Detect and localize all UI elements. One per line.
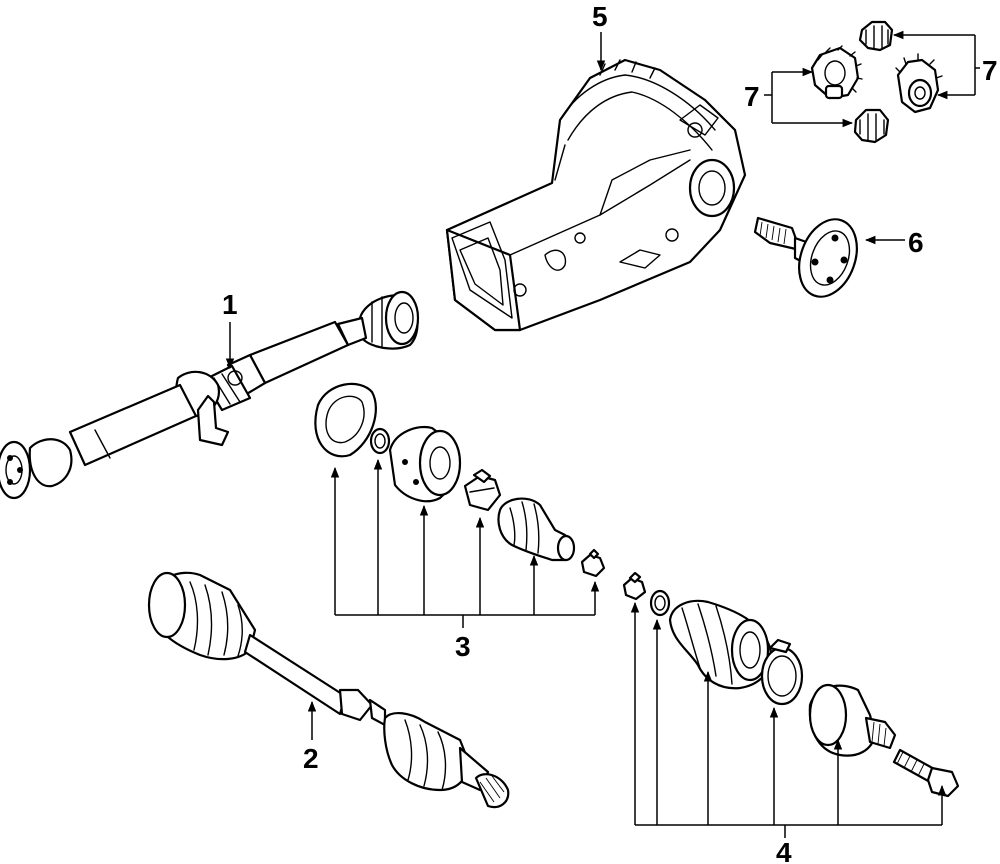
callout-7-left: 7 [744,81,760,112]
circlip-outer [649,589,671,617]
axle-bolt [892,748,960,798]
outer-cv-boot [668,599,773,690]
output-flange [753,216,858,298]
pinion-gear-top [858,20,894,52]
axle-shaft-assembly [147,571,510,809]
boot-clamp-large [463,468,502,512]
differential-housing [445,58,747,332]
callout-1: 1 [222,289,238,320]
callout-3: 3 [455,631,471,662]
outer-joint-kit [622,571,960,798]
callout-7-right: 7 [982,55,998,86]
joint-seal-gasket [314,382,377,458]
side-gear-right [895,53,943,114]
callout-6: 6 [908,227,924,258]
pinion-gear-bottom [853,108,890,144]
differential-gear-set [810,20,943,144]
boot-clamp-small-outer [622,571,647,601]
circlip-inner [369,427,391,455]
inner-cv-joint [388,425,462,503]
callout-4: 4 [776,837,792,864]
boot-clamp-large-outer [760,638,804,706]
callout-5: 5 [592,1,608,32]
propeller-shaft [0,290,420,500]
inner-cv-boot [497,497,576,562]
inner-joint-kit [314,382,606,578]
side-gear-large [810,45,863,100]
boot-clamp-small [580,548,606,578]
leader-lines [225,30,980,838]
outer-cv-joint [808,683,897,757]
callout-2: 2 [303,743,319,774]
